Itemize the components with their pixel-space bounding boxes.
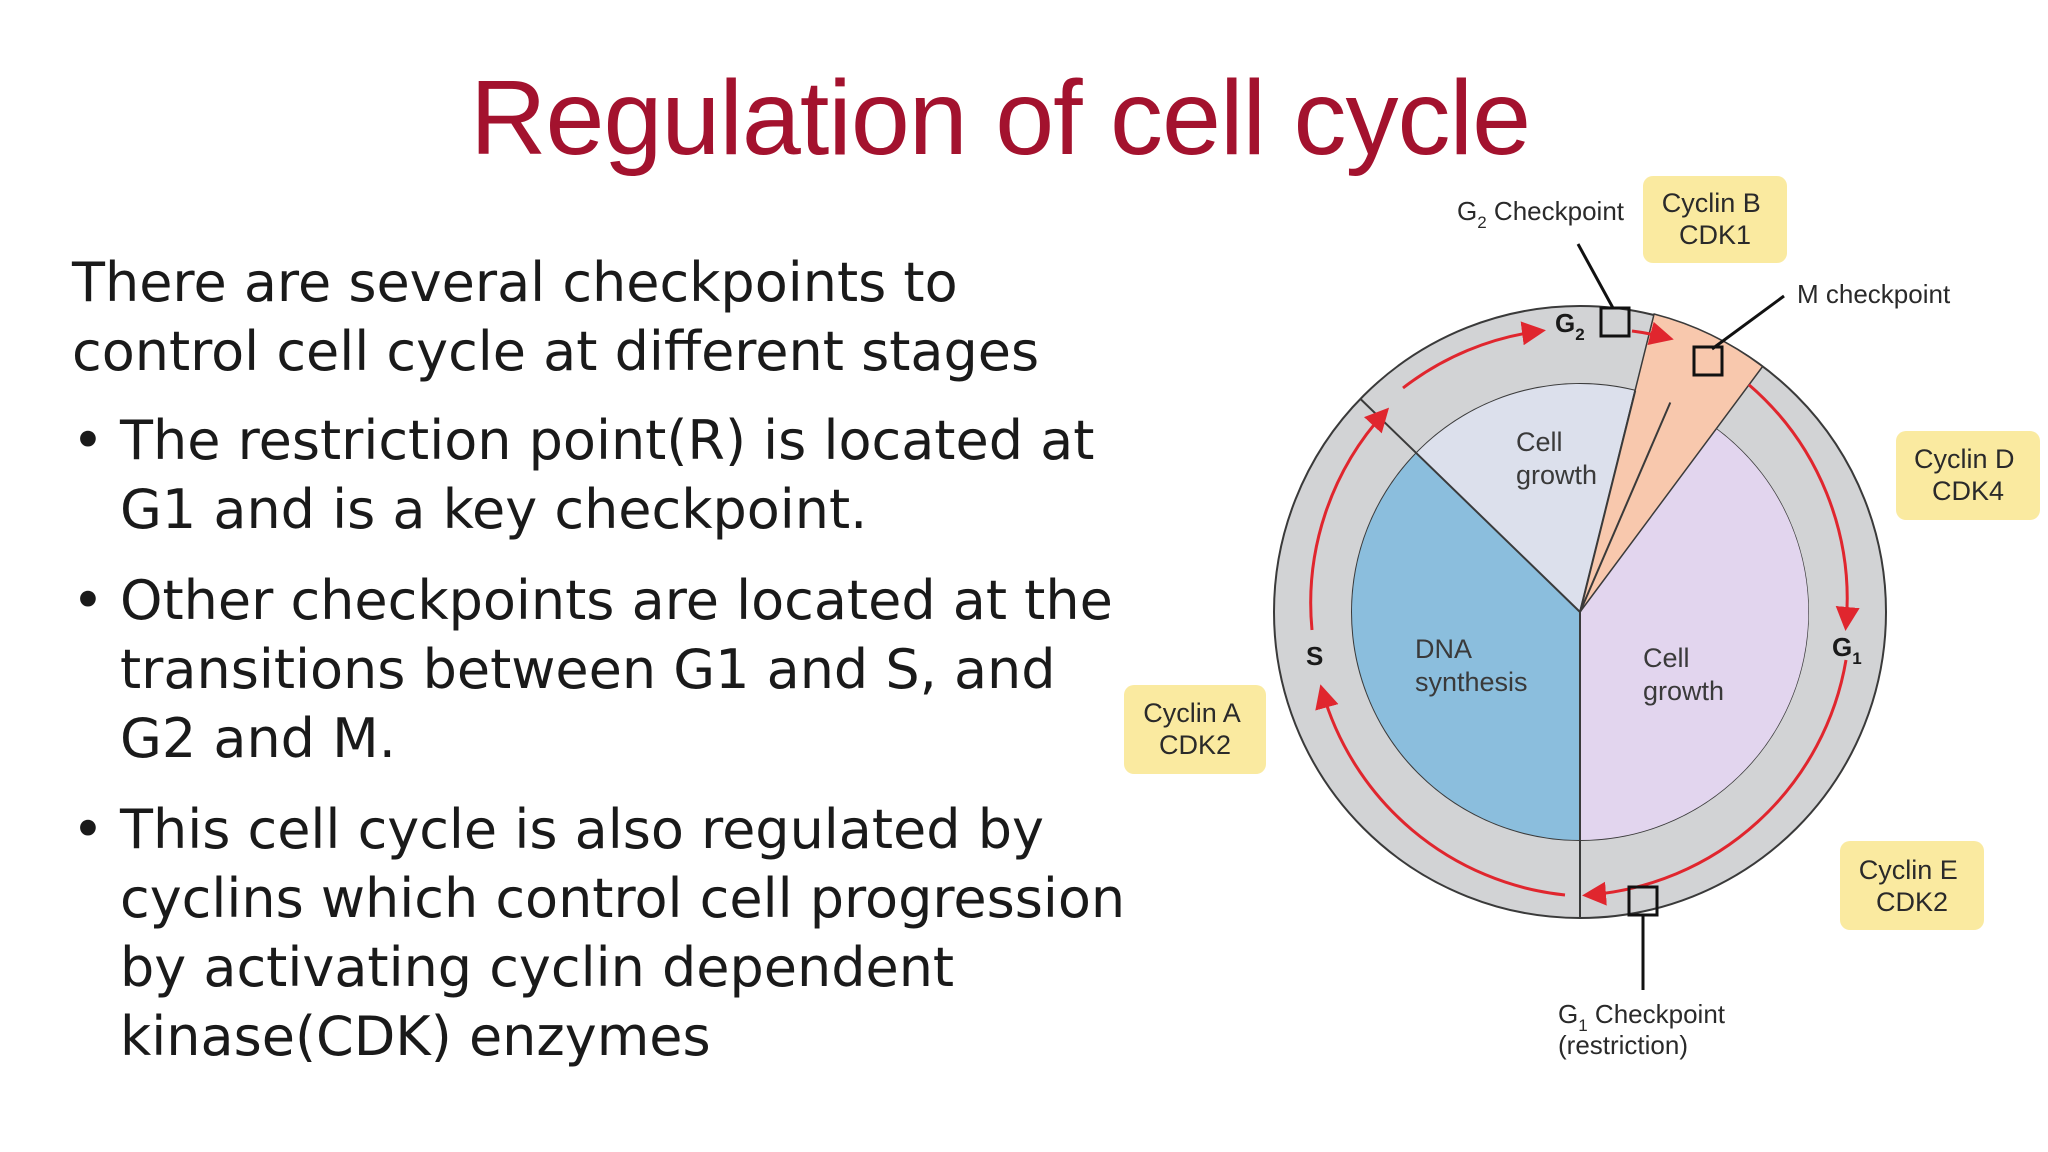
- bullet-text: This cell cycle is also regulated by cyc…: [120, 798, 1126, 1068]
- slide-title: Regulation of cell cycle: [469, 59, 1531, 177]
- bullet-item: • This cell cycle is also regulated by c…: [72, 795, 1132, 1071]
- arrow-to-s: [1315, 684, 1566, 897]
- bullet-item: • Other checkpoints are located at the t…: [72, 566, 1132, 773]
- g2-checkpoint-label: G2 Checkpoint: [1457, 196, 1625, 232]
- cyclin-b-box: Cyclin B CDK1: [1643, 176, 1787, 263]
- bullet-item: • The restriction point(R) is located at…: [72, 406, 1132, 544]
- g2-checkpoint-box: [1599, 306, 1631, 338]
- mitosis-wedge: [1579, 313, 1764, 613]
- phase-s-label: S: [1306, 641, 1323, 671]
- phase-g1-label: G1: [1832, 632, 1862, 668]
- g2-growth-sector: [1416, 384, 1636, 612]
- svg-text:Cyclin D CDK4: Cyclin D CDK4: [1914, 444, 2022, 506]
- phase-g2-label: G2: [1555, 308, 1585, 344]
- bullet-dot: •: [72, 409, 104, 472]
- m-checkpoint-label: M checkpoint: [1797, 279, 1951, 309]
- arrow-g2-to-m: [1631, 321, 1674, 346]
- intro-text: There are several checkpoints to control…: [72, 251, 1040, 383]
- g1-checkpoint-label: G1 Checkpoint: [1558, 999, 1726, 1035]
- cyclin-e-box: Cyclin E CDK2: [1840, 841, 1984, 930]
- dna-synthesis-label: DNA synthesis: [1415, 634, 1528, 697]
- g2-growth-label: Cell growth: [1516, 427, 1597, 490]
- slide-body: There are several checkpoints to control…: [72, 248, 1132, 1093]
- svg-text:Cyclin A CDK2: Cyclin A CDK2: [1143, 698, 1247, 760]
- m-checkpoint-box: [1692, 345, 1724, 377]
- bullet-list: • The restriction point(R) is located at…: [72, 406, 1132, 1071]
- cyclin-a-box: Cyclin A CDK2: [1124, 685, 1266, 774]
- cell-cycle-diagram: G2 G1 S DNA synthesis Cell growth Cell g…: [1124, 176, 2040, 1060]
- arrow-s-to-g2: [1309, 407, 1390, 631]
- bullet-dot: •: [72, 798, 104, 861]
- g1-growth-label: Cell growth: [1643, 643, 1724, 706]
- svg-text:Cyclin B CDK1: Cyclin B CDK1: [1662, 188, 1769, 250]
- bullet-dot: •: [72, 569, 104, 632]
- bullet-text: The restriction point(R) is located at G…: [120, 409, 1095, 541]
- svg-text:Cyclin E CDK2: Cyclin E CDK2: [1859, 855, 1966, 917]
- bullet-text: Other checkpoints are located at the tra…: [120, 569, 1113, 770]
- arrow-to-g2: [1402, 321, 1546, 390]
- cyclin-d-box: Cyclin D CDK4: [1896, 431, 2040, 520]
- g1-checkpoint-note: (restriction): [1558, 1030, 1688, 1060]
- checkpoint-leaders: [1576, 243, 1785, 990]
- dna-synthesis-sector: [1352, 453, 1580, 840]
- arrow-to-g1: [1747, 383, 1860, 631]
